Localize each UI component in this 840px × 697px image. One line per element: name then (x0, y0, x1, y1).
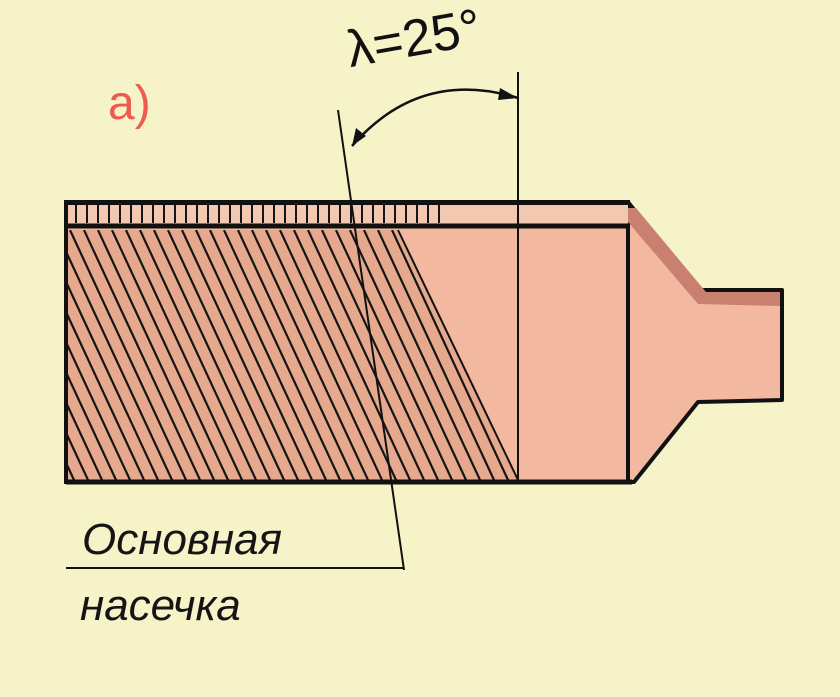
hatch-line (363, 230, 481, 480)
hatch-line (237, 230, 355, 480)
hatch-line (111, 230, 229, 480)
edge-cut-ticks (75, 205, 440, 223)
angle-arrow-left (352, 128, 366, 146)
callout-label-line-2: насечка (80, 581, 241, 630)
hatch-line (66, 230, 159, 480)
top-strip (66, 204, 628, 224)
hatch-line (335, 230, 453, 480)
hatch-line (66, 230, 131, 480)
hatch-line (69, 230, 187, 480)
angle-arrow-right (498, 88, 518, 100)
hatch-line (391, 230, 509, 480)
cut-direction-line (337, 109, 405, 571)
hatch-line (251, 230, 369, 480)
hatch-line (223, 230, 341, 480)
hatch-line (66, 230, 75, 480)
hatch-line (66, 230, 89, 480)
hatch-line (195, 230, 313, 480)
hatch-line (209, 230, 327, 480)
hatch-line (321, 230, 439, 480)
hatch-line (307, 230, 425, 480)
hatch-line (0, 230, 4, 480)
angle-arc (351, 88, 519, 147)
hatch-line (66, 230, 145, 480)
hatch-line (167, 230, 285, 480)
hatch-line (265, 230, 383, 480)
tang-bevel (628, 208, 780, 306)
part-label: а) (108, 77, 151, 130)
hatch-line (181, 230, 299, 480)
hatch-line (349, 230, 467, 480)
hatch-line (66, 230, 103, 480)
hatch-line (153, 230, 271, 480)
cut-boundary-line (397, 229, 519, 481)
hatch-line (293, 230, 411, 480)
hatch-line (279, 230, 397, 480)
hatch-line (66, 230, 173, 480)
hatch-line (377, 230, 495, 480)
hatch-line (66, 230, 117, 480)
hatch-line (0, 230, 18, 480)
hatch-line (139, 230, 257, 480)
hatch-line (0, 230, 32, 480)
hatch-line (0, 230, 60, 480)
hatch-line (0, 230, 46, 480)
hatch-line (97, 230, 215, 480)
hatch-line (125, 230, 243, 480)
callout-label-line-1: Основная (82, 515, 283, 564)
hatch-line (83, 230, 201, 480)
